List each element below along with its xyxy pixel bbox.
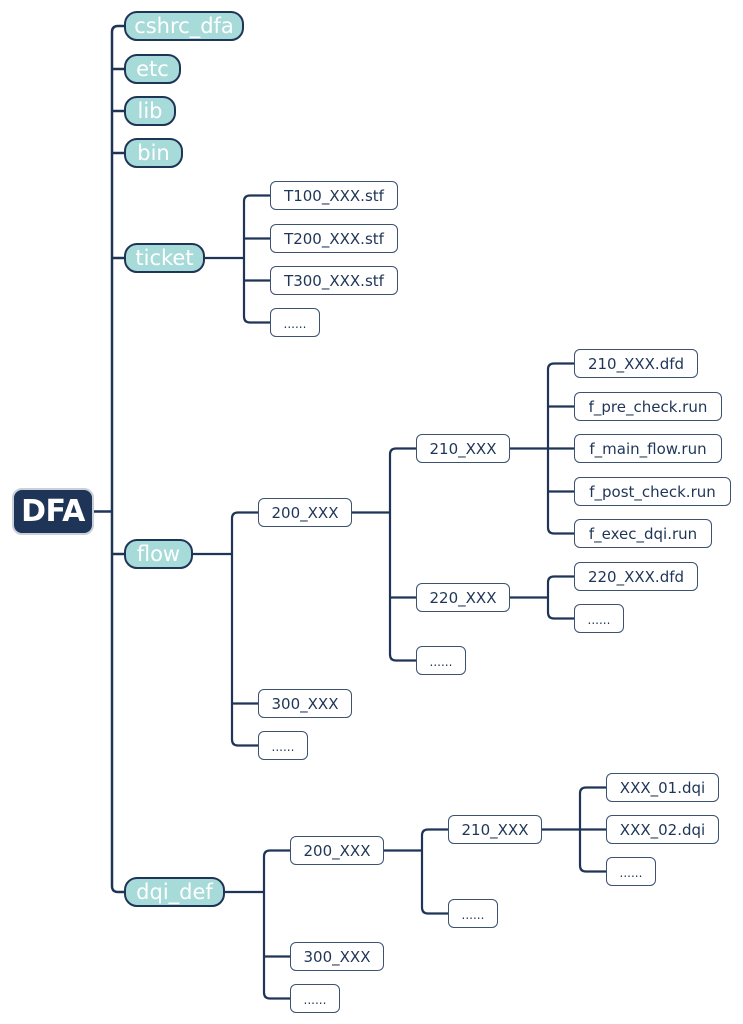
connector-line bbox=[546, 527, 574, 535]
connector-line bbox=[230, 739, 258, 747]
root-node-dfa[interactable]: DFA bbox=[12, 488, 94, 535]
connector-line bbox=[110, 885, 124, 894]
file-node[interactable]: f_pre_check.run bbox=[574, 392, 722, 421]
more-node[interactable]: ...... bbox=[258, 731, 308, 760]
file-node[interactable]: XXX_01.dqi bbox=[606, 773, 719, 802]
branch-cshrc-dfa[interactable]: cshrc_dfa bbox=[124, 11, 244, 41]
more-node[interactable]: ...... bbox=[270, 308, 320, 337]
connector-line bbox=[420, 828, 448, 836]
branch-etc[interactable]: etc bbox=[124, 54, 181, 84]
connector-line bbox=[546, 362, 574, 370]
connector-line bbox=[546, 575, 574, 583]
more-node[interactable]: ...... bbox=[448, 899, 498, 928]
file-node[interactable]: 220_XXX.dfd bbox=[574, 562, 698, 591]
folder-node-220-xxx[interactable]: 220_XXX bbox=[416, 583, 510, 612]
connector-line bbox=[110, 24, 124, 33]
file-node[interactable]: T300_XXX.stf bbox=[270, 266, 398, 295]
folder-node-300-xxx[interactable]: 300_XXX bbox=[258, 689, 352, 718]
folder-node-210-xxx[interactable]: 210_XXX bbox=[416, 434, 510, 463]
file-node[interactable]: 210_XXX.dfd bbox=[574, 349, 698, 378]
branch-dqi-def[interactable]: dqi_def bbox=[124, 877, 225, 907]
more-node[interactable]: ...... bbox=[416, 646, 466, 675]
connector-line bbox=[546, 612, 574, 620]
connector-line bbox=[262, 992, 290, 1000]
connector-line bbox=[230, 511, 258, 519]
more-node[interactable]: ...... bbox=[574, 604, 624, 633]
folder-node-210-xxx[interactable]: 210_XXX bbox=[448, 815, 542, 844]
folder-node-200-xxx[interactable]: 200_XXX bbox=[290, 836, 384, 865]
folder-node-300-xxx[interactable]: 300_XXX bbox=[290, 942, 384, 971]
file-node[interactable]: f_main_flow.run bbox=[574, 434, 722, 463]
branch-lib[interactable]: lib bbox=[124, 96, 176, 126]
branch-bin[interactable]: bin bbox=[124, 138, 183, 168]
connector-line bbox=[262, 849, 290, 857]
branch-flow[interactable]: flow bbox=[124, 539, 193, 569]
connector-line bbox=[388, 447, 416, 455]
file-node[interactable]: XXX_02.dqi bbox=[606, 815, 719, 844]
connector-line bbox=[420, 907, 448, 915]
more-node[interactable]: ...... bbox=[606, 857, 656, 886]
connector-line bbox=[578, 865, 606, 873]
connector-line bbox=[388, 654, 416, 662]
more-node[interactable]: ...... bbox=[290, 984, 340, 1013]
connector-line bbox=[578, 786, 606, 794]
folder-node-200-xxx[interactable]: 200_XXX bbox=[258, 498, 352, 527]
file-node[interactable]: T100_XXX.stf bbox=[270, 181, 398, 210]
connector-line bbox=[242, 316, 270, 324]
file-node[interactable]: f_exec_dqi.run bbox=[574, 519, 712, 548]
connector-line bbox=[242, 194, 270, 202]
branch-ticket[interactable]: ticket bbox=[124, 243, 205, 273]
file-node[interactable]: T200_XXX.stf bbox=[270, 224, 398, 253]
file-node[interactable]: f_post_check.run bbox=[574, 477, 731, 506]
